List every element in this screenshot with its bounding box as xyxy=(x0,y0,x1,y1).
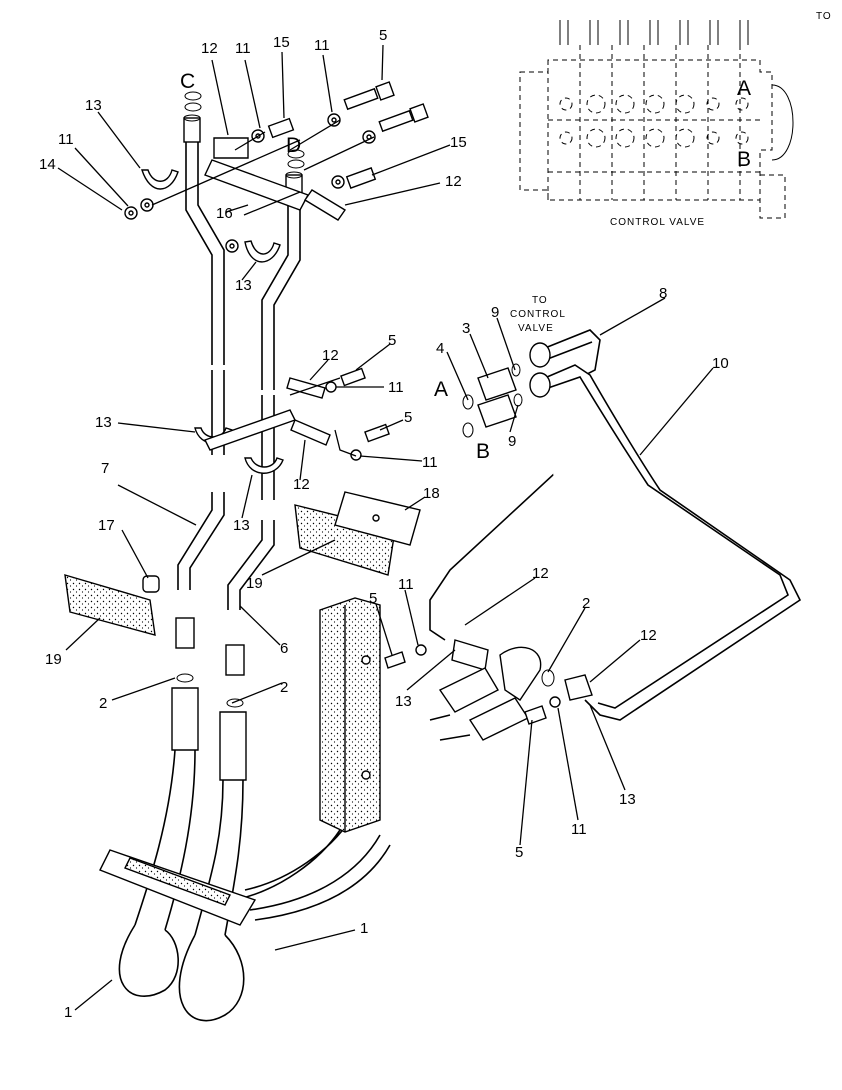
callout-12-top: 12 xyxy=(201,40,218,57)
fitting-c xyxy=(183,117,201,143)
plate-12-clamp xyxy=(286,377,326,399)
valve-ports xyxy=(559,94,749,148)
callout-9-bot: 9 xyxy=(508,433,516,450)
letter-c: C xyxy=(180,70,195,93)
callout-5-bottom: 5 xyxy=(515,844,523,861)
ab-fittings xyxy=(462,363,523,438)
callout-18: 18 xyxy=(423,485,440,502)
callout-19-left: 19 xyxy=(45,651,62,668)
bolts-upper xyxy=(124,81,429,253)
right-tubes xyxy=(429,329,802,721)
inset-title: CONTROL VALVE xyxy=(610,217,705,228)
to-control-valve-line1: TO xyxy=(532,295,548,306)
corner-to-label: TO xyxy=(816,11,832,22)
middle-clamp-assembly xyxy=(194,350,390,500)
callout-1-right: 1 xyxy=(360,920,368,937)
callout-13-lower: 13 xyxy=(395,693,412,710)
hose-end-left xyxy=(171,687,199,751)
clamp-13-top xyxy=(141,169,179,190)
callout-2-mid: 2 xyxy=(280,679,288,696)
callout-12-mid: 12 xyxy=(445,173,462,190)
callout-2-right: 2 xyxy=(582,595,590,612)
bar-plate xyxy=(204,159,309,211)
clamp-13-right xyxy=(564,674,593,701)
block-19-left xyxy=(64,574,156,636)
callout-13-top: 13 xyxy=(85,97,102,114)
callout-10: 10 xyxy=(712,355,729,372)
callout-13-right: 13 xyxy=(619,791,636,808)
callout-5-clamp2: 5 xyxy=(404,409,412,426)
callout-15-top: 15 xyxy=(273,34,290,51)
callout-17: 17 xyxy=(98,517,115,534)
plate-12-mid xyxy=(303,189,347,221)
callout-12-clamp: 12 xyxy=(322,347,339,364)
plate-12-top xyxy=(213,137,249,159)
callout-11-lower: 11 xyxy=(398,576,414,593)
clamp-13-mid xyxy=(244,240,281,263)
fitting-7 xyxy=(175,617,195,649)
fitting-6 xyxy=(225,644,245,676)
callout-19-mid: 19 xyxy=(246,575,263,592)
callout-8: 8 xyxy=(659,285,667,302)
vertical-bracket xyxy=(319,597,427,833)
callout-7: 7 xyxy=(101,460,109,477)
upper-tube-assembly xyxy=(124,81,429,380)
to-control-valve-label: TO CONTROL VALVE xyxy=(510,295,566,334)
callout-5-clamp: 5 xyxy=(388,332,396,349)
callout-2-left: 2 xyxy=(99,695,107,712)
callout-11-clamp2: 11 xyxy=(422,454,438,471)
loose-parts xyxy=(64,491,421,636)
callout-15-mid: 15 xyxy=(450,134,467,151)
letter-b: B xyxy=(476,440,490,463)
callout-11-clamp: 11 xyxy=(388,379,404,396)
callout-11-top-b: 11 xyxy=(314,37,330,54)
callout-13-clamp: 13 xyxy=(95,414,112,431)
callout-9-top: 9 xyxy=(491,304,499,321)
callout-13-mid: 13 xyxy=(235,277,252,294)
inset-port-b: B xyxy=(737,148,751,171)
callout-12-right: 12 xyxy=(640,627,657,644)
to-control-valve-line3: VALVE xyxy=(518,323,554,334)
bottom-hose-loops xyxy=(99,819,391,1022)
callout-12-lower: 12 xyxy=(532,565,549,582)
callout-11-bottom: 11 xyxy=(571,821,587,838)
inset-port-a: A xyxy=(737,77,751,100)
callout-4: 4 xyxy=(436,340,444,357)
callout-16: 16 xyxy=(216,205,233,222)
callout-5-top: 5 xyxy=(379,27,387,44)
bolt-5-lower xyxy=(384,651,406,669)
leader-lines xyxy=(57,44,714,1011)
lower-hoses xyxy=(134,492,275,936)
letter-a: A xyxy=(434,378,448,401)
spacer-17 xyxy=(142,575,160,593)
to-control-valve-line2: CONTROL xyxy=(510,309,566,320)
lower-elbows xyxy=(429,639,593,741)
callout-14: 14 xyxy=(39,156,56,173)
callout-6: 6 xyxy=(280,640,288,657)
callout-numbers: 12 11 15 11 5 13 11 14 16 15 12 13 12 5 … xyxy=(39,27,729,1021)
callout-1-left: 1 xyxy=(64,1004,72,1021)
callout-5-lower: 5 xyxy=(369,590,377,607)
plate-12-clamp2 xyxy=(290,419,331,446)
callout-12-clamp2: 12 xyxy=(293,476,310,493)
callout-11-left: 11 xyxy=(58,131,74,148)
callout-3: 3 xyxy=(462,320,470,337)
letter-d: D xyxy=(286,134,301,157)
control-valve-inset: A B CONTROL VALVE xyxy=(519,20,794,228)
callout-11-top-a: 11 xyxy=(235,40,251,57)
hose-end-right xyxy=(219,711,247,781)
callout-13-clamp2: 13 xyxy=(233,517,250,534)
